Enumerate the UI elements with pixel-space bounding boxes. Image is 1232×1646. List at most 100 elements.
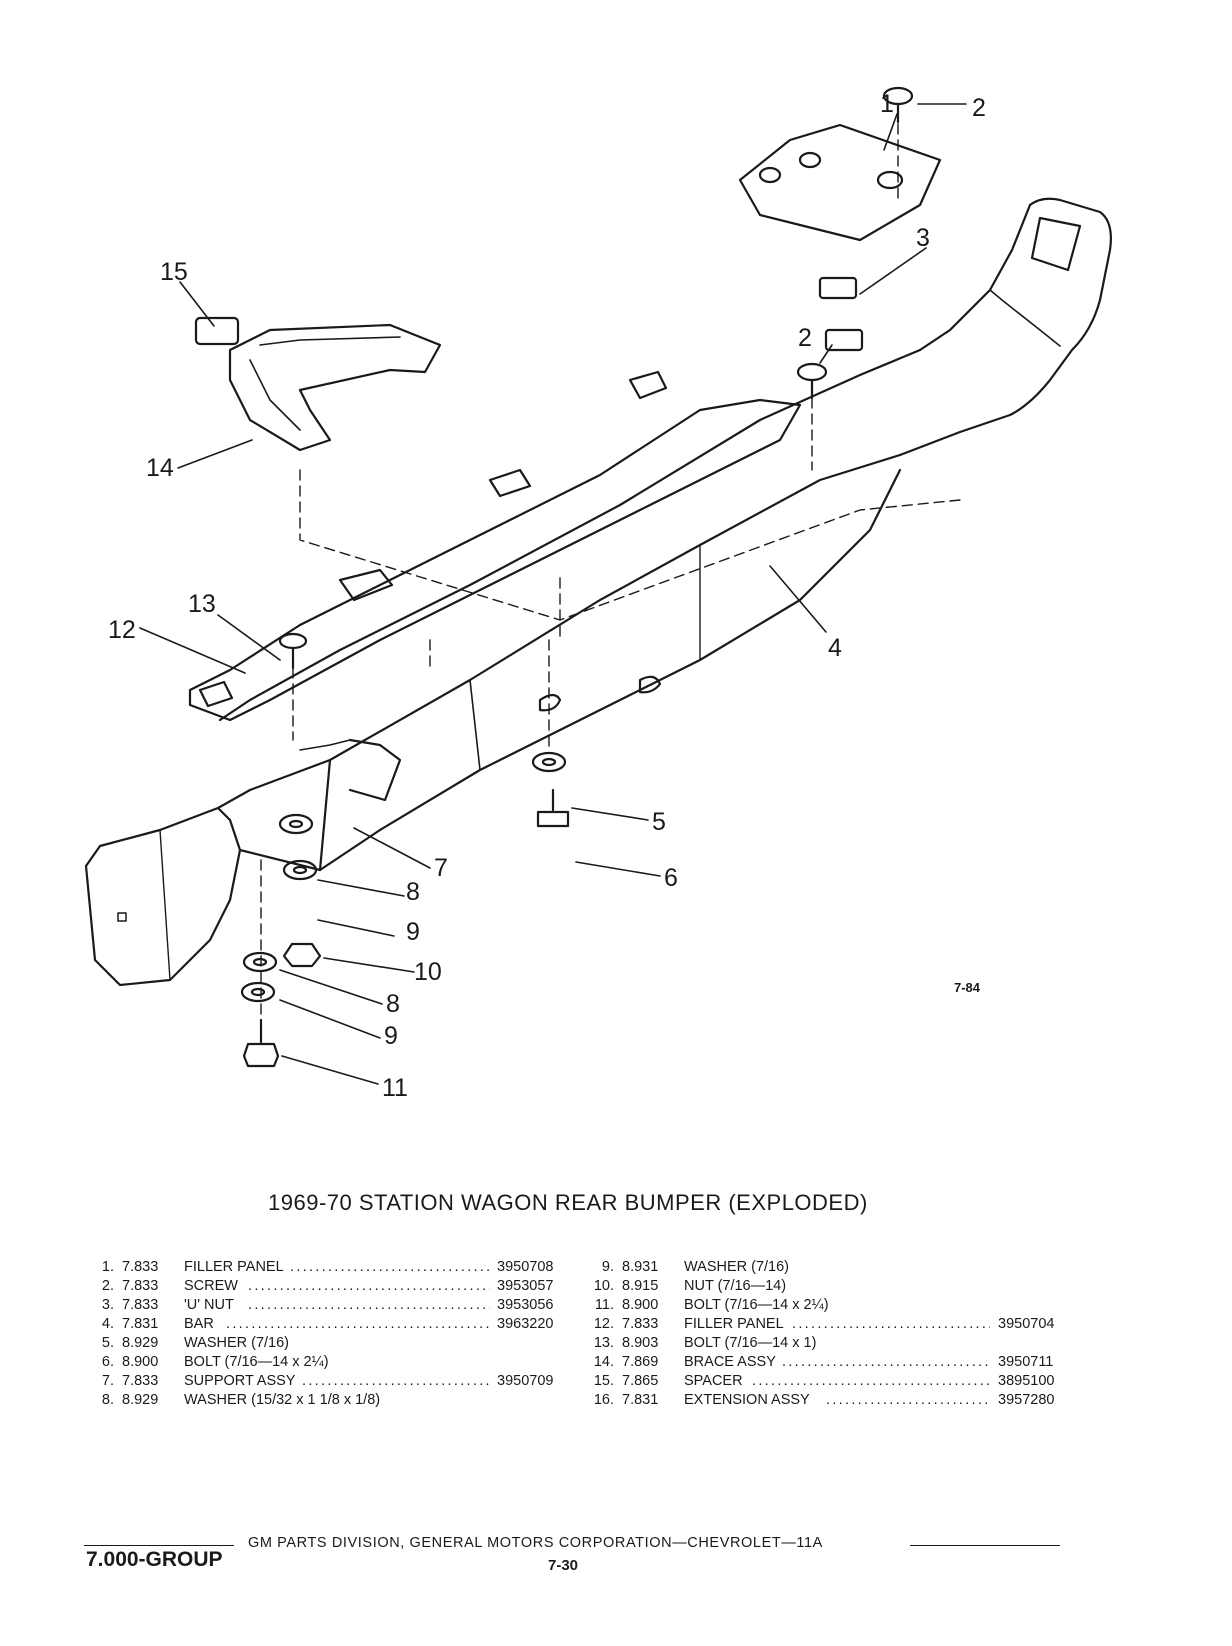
exploded-bumper-diagram: 1 2 2 3 4 5 6 7 8 8 9 9 10 11 12 13 14 1… [84,86,1112,1102]
right-bumper-end [898,197,1112,457]
part-description: WASHER (7/16) [684,1259,790,1275]
part-description: FILLER PANEL [684,1316,784,1332]
part-description: SPACER [684,1373,743,1389]
filler-panel-12 [188,370,802,722]
part-description: BOLT (7/16—14 x 2¼) [184,1354,329,1370]
callout-15: 15 [160,258,188,286]
bolt-13 [278,632,308,670]
group-code: 7.831 [122,1316,159,1332]
group-label: 7.000-GROUP [86,1548,223,1571]
washer-9-upper [282,859,318,881]
part-number: 3963220 [497,1316,554,1332]
callout-5: 5 [652,808,666,836]
item-number: 2. [101,1278,114,1294]
u-nut-3b [824,328,864,352]
group-code: 7.833 [122,1259,159,1275]
part-number: 3950708 [497,1259,554,1275]
dot-leader: .................................. [792,1316,990,1332]
u-nut-3 [818,276,858,300]
callout-7: 7 [434,854,448,882]
filler-panel-1 [738,123,942,242]
part-number: 3953057 [497,1278,554,1294]
part-description: WASHER (15/32 x 1 1/8 x 1/8) [184,1392,381,1408]
part-number: 3953056 [497,1297,554,1313]
left-bumper-end [84,788,322,987]
item-number: 6. [101,1354,114,1370]
callout-2: 2 [972,94,986,122]
item-number: 15. [593,1373,614,1389]
page-title: 1969-70 STATION WAGON REAR BUMPER (EXPLO… [268,1190,868,1215]
part-description: BOLT (7/16—14 x 2¼) [684,1297,829,1313]
spacer-15 [194,316,240,346]
group-code: 8.900 [622,1297,659,1313]
callout-8: 8 [406,878,420,906]
dot-leader: ................................ [302,1373,490,1389]
callout-11: 11 [382,1074,408,1102]
group-code: 8.915 [622,1278,659,1294]
item-number: 16. [593,1392,614,1408]
callout-3: 3 [916,224,930,252]
part-number: 3895100 [998,1373,1055,1389]
part-description: 'U' NUT [184,1297,234,1313]
callout-14: 14 [146,454,174,482]
item-number: 10. [593,1278,614,1294]
group-code: 8.929 [122,1392,159,1408]
group-code: 7.833 [122,1373,159,1389]
footer-publisher: GM PARTS DIVISION, GENERAL MOTORS CORPOR… [248,1535,823,1551]
dot-leader: ........................................… [248,1297,490,1313]
item-number: 4. [101,1316,114,1332]
part-description: FILLER PANEL [184,1259,284,1275]
group-code: 8.931 [622,1259,659,1275]
dot-leader: ........................................… [226,1316,490,1332]
dot-leader: ........................................… [248,1278,490,1294]
washer-8-lower [242,951,278,973]
callout-1: 1 [880,90,894,118]
callout-2: 2 [798,324,812,352]
assembly-centerlines [260,123,961,1041]
footer-rule-left [84,1545,234,1546]
dot-leader: ........................................… [752,1373,990,1389]
dot-leader: ............................ [826,1392,990,1408]
part-description: WASHER (7/16) [184,1335,290,1351]
callout-labels: 1 2 2 3 4 5 6 7 8 8 9 9 10 11 12 13 14 1… [108,90,986,1102]
callout-10: 10 [414,958,442,986]
footer-rule-right [910,1545,1060,1546]
callout-13: 13 [188,590,216,618]
callout-8: 8 [386,990,400,1018]
support-assy-7 [299,738,402,802]
group-code: 7.833 [622,1316,659,1332]
group-code: 8.903 [622,1335,659,1351]
part-description: SCREW [184,1278,238,1294]
item-number: 14. [593,1354,614,1370]
part-number: 3950711 [998,1354,1054,1370]
bumper-bar [218,348,922,872]
group-code: 7.869 [622,1354,659,1370]
item-number: 9. [601,1259,614,1275]
item-number: 5. [101,1335,114,1351]
callout-9: 9 [406,918,420,946]
part-description: BRACE ASSY [684,1354,776,1370]
group-code: 7.833 [122,1297,159,1313]
bolt-6 [536,788,570,828]
group-code: 8.929 [122,1335,159,1351]
leader-lines [139,103,967,1085]
item-number: 1. [101,1259,114,1275]
group-code: 7.833 [122,1278,159,1294]
part-number: 3957280 [998,1392,1055,1408]
screw-2-mid [796,362,828,400]
page-number: 7-30 [548,1557,579,1574]
callout-6: 6 [664,864,678,892]
part-description: SUPPORT ASSY [184,1373,296,1389]
washer-5 [531,751,567,773]
nut-10 [282,942,322,968]
item-number: 12. [593,1316,614,1332]
part-description: BOLT (7/16—14 x 1) [684,1335,817,1351]
item-number: 7. [101,1373,114,1389]
brace-assy-14 [228,323,442,452]
part-description: EXTENSION ASSY [684,1392,810,1408]
item-number: 11. [594,1297,614,1313]
group-code: 8.900 [122,1354,159,1370]
washer-9-lower [240,981,276,1003]
group-code: 7.865 [622,1373,659,1389]
